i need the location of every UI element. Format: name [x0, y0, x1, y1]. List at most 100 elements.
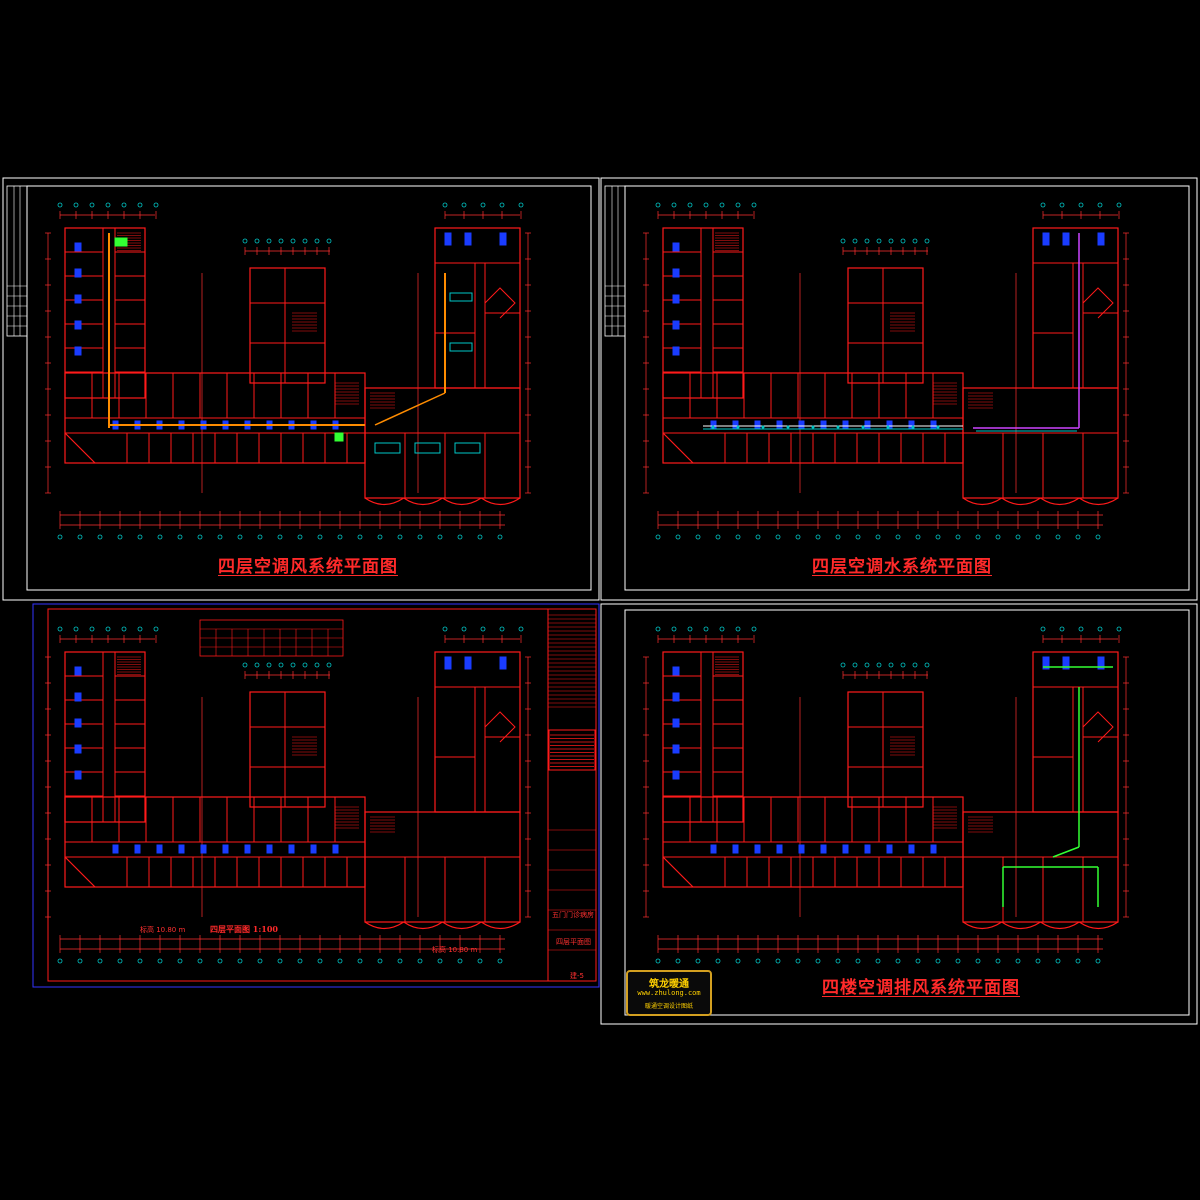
grid-bubble: [357, 534, 363, 540]
grid-bubble: [912, 238, 918, 244]
grid-bubble: [157, 958, 163, 964]
fan-coil-unit: [74, 242, 82, 252]
grid-bubble: [1059, 202, 1065, 208]
floor-plan-water: [643, 202, 1129, 540]
fan-coil-unit: [798, 844, 805, 854]
fan-coil-unit: [1097, 656, 1105, 670]
grid-bubble: [671, 202, 677, 208]
fan-coil-unit: [499, 232, 507, 246]
fan-coil-unit: [200, 844, 207, 854]
titleblock-outline: [547, 608, 597, 982]
grid-bubble: [89, 202, 95, 208]
grid-bubble: [955, 958, 961, 964]
exhaust-duct: [1052, 846, 1080, 858]
fresh-air-unit: [334, 432, 344, 442]
grid-bubble: [457, 534, 463, 540]
right-wing-outline: [434, 651, 521, 813]
grid-bubble: [655, 626, 661, 632]
grid-bubble: [795, 534, 801, 540]
bay-window: [364, 497, 405, 506]
grid-bubble: [277, 958, 283, 964]
pipe-valve: [911, 425, 915, 429]
grid-bubble: [57, 958, 63, 964]
fan-coil-unit: [672, 744, 680, 754]
grid-bubble: [695, 958, 701, 964]
grid-bubble: [217, 958, 223, 964]
grid-bubble: [715, 958, 721, 964]
grid-bubble: [477, 534, 483, 540]
grid-bubble: [687, 626, 693, 632]
sheet-inner-frame-4: [624, 609, 1190, 1016]
grid-bubble: [437, 958, 443, 964]
floor-plan-exhaust: [643, 626, 1129, 964]
bay-window: [1040, 921, 1080, 930]
bay-window: [962, 497, 1003, 506]
grid-bubble: [864, 662, 870, 668]
floor-plan-architectural: [45, 626, 531, 964]
grid-bubble: [518, 626, 524, 632]
pipe-valve: [711, 425, 715, 429]
fan-coil-unit: [74, 744, 82, 754]
grid-bubble: [278, 238, 284, 244]
grid-bubble: [1116, 626, 1122, 632]
pipe-valve: [836, 425, 840, 429]
left-wing-outline: [64, 651, 146, 823]
pipe-valve: [786, 425, 790, 429]
grid-bubble: [117, 534, 123, 540]
grid-bubble: [290, 238, 296, 244]
fan-coil-unit: [820, 420, 827, 430]
fan-coil-unit: [444, 656, 452, 670]
fan-coil-unit: [112, 844, 119, 854]
fan-coil-unit: [754, 844, 761, 854]
fan-coil-unit: [499, 656, 507, 670]
grid-bubble: [815, 958, 821, 964]
grid-bubble: [254, 662, 260, 668]
sheet-title-floor-plan: 四层平面图 1:100: [210, 924, 279, 934]
bay-window: [962, 921, 1003, 930]
grid-bubble: [137, 202, 143, 208]
grid-bubble: [888, 662, 894, 668]
grid-bubble: [518, 202, 524, 208]
grid-bubble: [397, 958, 403, 964]
grid-bubble: [237, 534, 243, 540]
fan-coil-unit: [178, 844, 185, 854]
bay-window: [442, 921, 482, 930]
grid-bubble: [461, 202, 467, 208]
grid-bubble: [442, 626, 448, 632]
fan-coil-unit: [672, 320, 680, 330]
central-block-outline: [847, 267, 924, 384]
sheet-frame-4: [600, 603, 1198, 1025]
grid-bubble: [840, 662, 846, 668]
titleblock-project: 五门门诊病房: [552, 911, 594, 919]
sheet-inner-frame-1: [26, 185, 592, 591]
grid-bubble: [480, 626, 486, 632]
grid-bubble: [497, 534, 503, 540]
fan-coil-unit: [244, 844, 251, 854]
grid-bubble: [357, 958, 363, 964]
grid-bubble: [687, 202, 693, 208]
grid-bubble: [97, 958, 103, 964]
pipe-valve: [761, 425, 765, 429]
grid-bubble: [955, 534, 961, 540]
grid-bubble: [278, 662, 284, 668]
sheet-title-water-system: 四层空调水系统平面图: [812, 557, 992, 577]
grid-bubble: [695, 534, 701, 540]
grid-bubble: [302, 662, 308, 668]
fan-coil-unit: [672, 294, 680, 304]
grid-bubble: [290, 662, 296, 668]
grid-bubble: [397, 534, 403, 540]
titleblock-number: 建-5: [570, 972, 584, 980]
grid-bubble: [254, 238, 260, 244]
grid-bubble: [655, 958, 661, 964]
grid-bubble: [297, 534, 303, 540]
grid-bubble: [457, 958, 463, 964]
grid-bubble: [1055, 958, 1061, 964]
grid-bubble: [924, 662, 930, 668]
grid-bubble: [326, 662, 332, 668]
sheet-title-exhaust-system: 四楼空调排风系统平面图: [822, 978, 1020, 998]
fan-coil-unit: [820, 844, 827, 854]
grid-bubble: [499, 626, 505, 632]
grid-bubble: [995, 534, 1001, 540]
sheet-side-strip: [604, 185, 626, 337]
grid-bubble: [177, 958, 183, 964]
